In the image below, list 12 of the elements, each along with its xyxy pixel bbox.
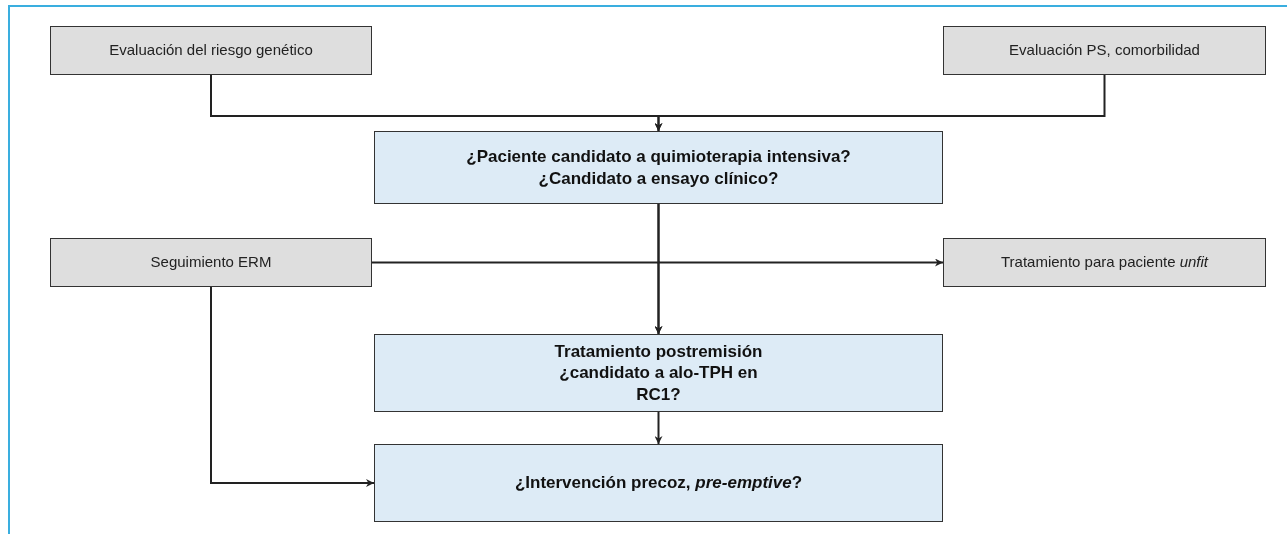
input-box: Evaluación del riesgo genético (50, 26, 372, 75)
arrow (657, 203, 944, 267)
process-box: ¿Paciente candidato a quimioterapia intensiva? ¿Candidato a ensayo clínico? (374, 131, 943, 204)
arrow (210, 286, 375, 487)
input-box: Evaluación PS, comorbilidad (943, 26, 1266, 75)
input-box: Seguimiento ERM (50, 238, 372, 287)
arrow (654, 411, 663, 445)
arrow (371, 261, 663, 335)
input-box: Tratamiento para paciente unfit (943, 238, 1266, 287)
arrow (654, 74, 1106, 132)
process-box: ¿Intervención precoz, pre-emptive? (374, 444, 943, 522)
process-box: Tratamiento postremisión ¿candidato a alo-TPH en RC1? (374, 334, 943, 412)
